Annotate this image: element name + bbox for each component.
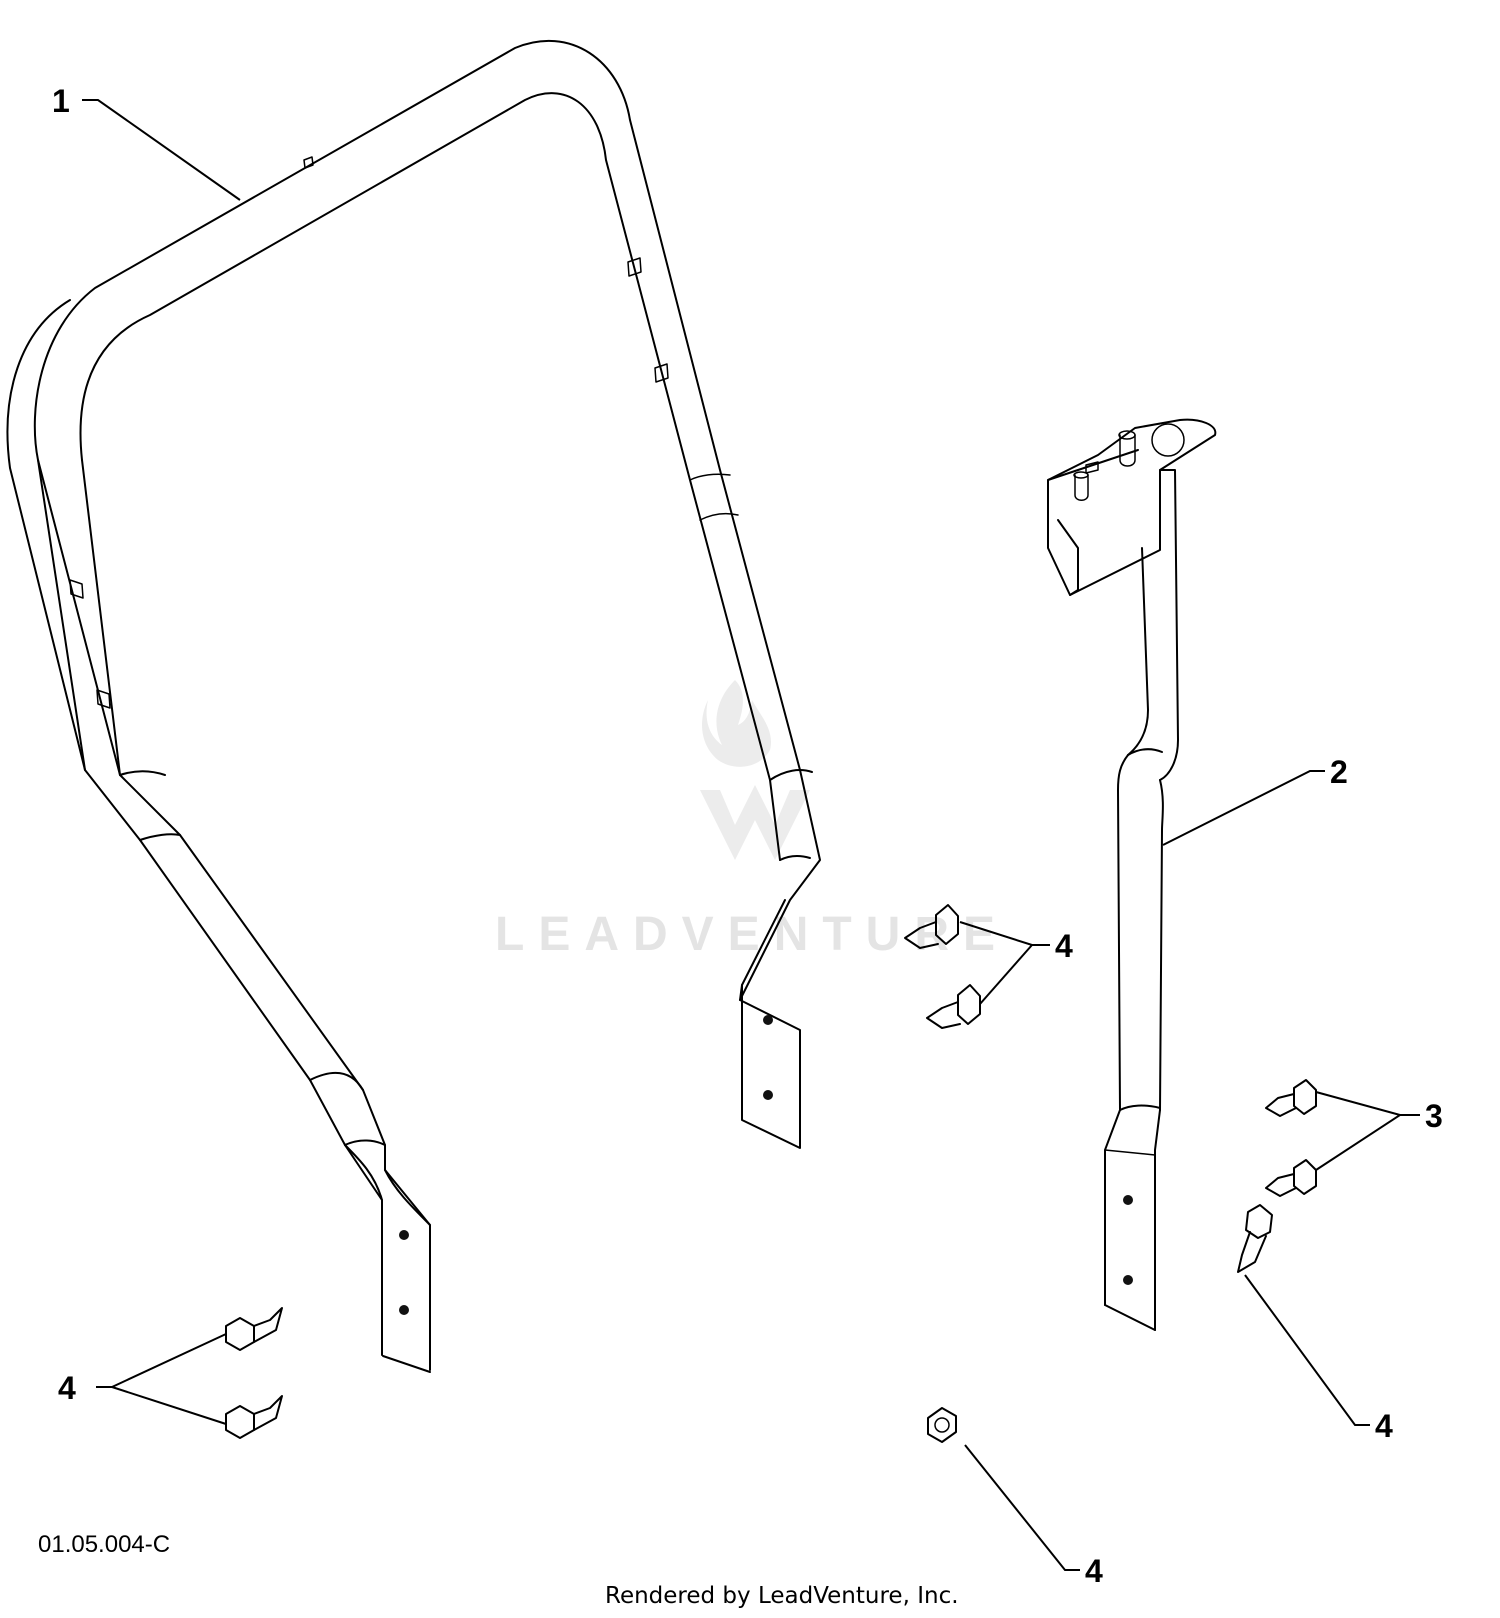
watermark-text: LEADVENTURE	[495, 908, 1009, 961]
callout-part-4-center: 4	[1055, 928, 1073, 964]
bolt-part-4	[225, 1395, 283, 1439]
roll-bar-frame-part-1	[6, 39, 821, 1373]
bolt-part-3	[1265, 1079, 1317, 1117]
mount-hole	[399, 1305, 409, 1315]
mount-hole	[763, 1015, 773, 1025]
bolt-part-3	[1265, 1159, 1317, 1197]
bolt-part-4	[927, 1407, 957, 1443]
callout-part-4-left: 4	[58, 1370, 76, 1406]
callout-part-2: 2	[1330, 754, 1348, 790]
callout-part-4-bottom: 4	[1085, 1553, 1103, 1589]
bolt-part-4	[225, 1307, 283, 1351]
mount-hole	[399, 1230, 409, 1240]
mount-hole	[1123, 1275, 1133, 1285]
bolt-part-4	[904, 904, 959, 949]
bolt-part-4	[926, 984, 981, 1029]
callout-part-1: 1	[52, 83, 70, 119]
bolt-part-4	[1237, 1204, 1273, 1273]
mount-hole	[1123, 1195, 1133, 1205]
mount-hole	[763, 1090, 773, 1100]
drawing-number: 01.05.004-C	[38, 1531, 170, 1558]
rendered-by-credit: Rendered by LeadVenture, Inc.	[605, 1583, 959, 1609]
callout-part-3: 3	[1425, 1098, 1443, 1134]
support-post-part-2	[1047, 418, 1217, 1331]
leader-lines	[82, 99, 1420, 1571]
leadventure-watermark-logo	[700, 680, 810, 860]
callout-part-4-right: 4	[1375, 1408, 1393, 1444]
